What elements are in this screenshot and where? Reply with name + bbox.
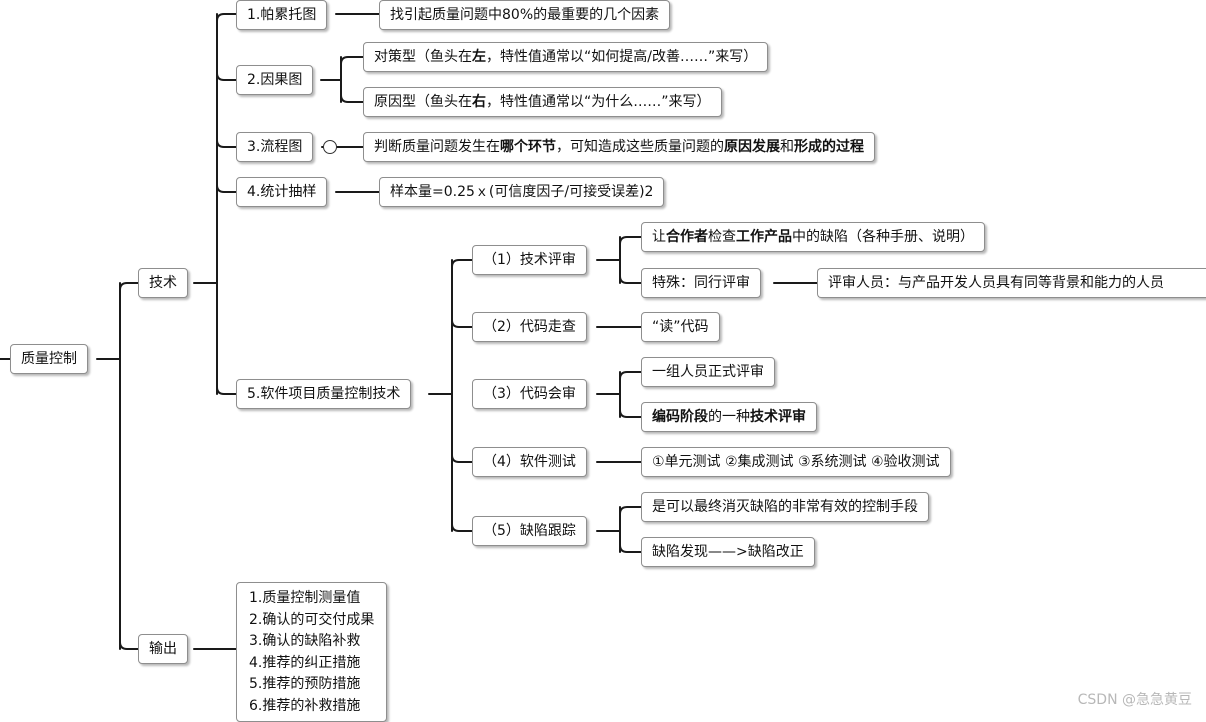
code-inspection-leaf-2[interactable]: 编码阶段的一种技术评审 xyxy=(641,402,817,432)
tech-review-node[interactable]: （1）技术评审 xyxy=(472,245,587,275)
pareto-node[interactable]: 1.帕累托图 xyxy=(236,0,328,30)
sampling-leaf[interactable]: 样本量=0.25ｘ(可信度因子/可接受误差)2 xyxy=(379,177,665,207)
defect-tracking-node[interactable]: （5）缺陷跟踪 xyxy=(472,516,587,546)
software-testing-node[interactable]: （4）软件测试 xyxy=(472,447,587,477)
code-inspection-leaf-1[interactable]: 一组人员正式评审 xyxy=(641,357,775,387)
output-node[interactable]: 输出 xyxy=(138,634,188,664)
code-walkthrough-node[interactable]: （2）代码走查 xyxy=(472,312,587,342)
defect-tracking-leaf-1[interactable]: 是可以最终消灭缺陷的非常有效的控制手段 xyxy=(641,492,929,522)
collapse-toggle-icon[interactable] xyxy=(323,140,337,154)
pareto-leaf[interactable]: 找引起质量问题中80%的最重要的几个因素 xyxy=(379,0,671,30)
output-item: 2.确认的可交付成果 xyxy=(249,611,375,628)
code-inspection-node[interactable]: （3）代码会审 xyxy=(472,379,587,409)
fishbone-cause-leaf[interactable]: 原因型（鱼头在右，特性值通常以“为什么……”来写） xyxy=(363,87,722,117)
root-node[interactable]: 质量控制 xyxy=(10,344,88,374)
defect-tracking-leaf-2[interactable]: 缺陷发现——>缺陷改正 xyxy=(641,537,815,567)
tech-node[interactable]: 技术 xyxy=(138,268,188,298)
flowchart-node[interactable]: 3.流程图 xyxy=(236,132,314,162)
software-qc-node[interactable]: 5.软件项目质量控制技术 xyxy=(236,379,412,409)
fishbone-node[interactable]: 2.因果图 xyxy=(236,65,314,95)
code-walkthrough-leaf[interactable]: “读”代码 xyxy=(641,312,720,342)
output-item: 6.推荐的补救措施 xyxy=(249,697,361,714)
flowchart-leaf[interactable]: 判断质量问题发生在哪个环节，可知造成这些质量问题的原因发展和形成的过程 xyxy=(363,132,875,162)
sampling-node[interactable]: 4.统计抽样 xyxy=(236,177,328,207)
outputs-list[interactable]: 1.质量控制测量值 2.确认的可交付成果 3.确认的缺陷补救 4.推荐的纠正措施… xyxy=(236,582,388,722)
fishbone-countermeasure-leaf[interactable]: 对策型（鱼头在左，特性值通常以“如何提高/改善……”来写） xyxy=(363,42,769,72)
peer-review-node[interactable]: 特殊：同行评审 xyxy=(641,268,761,298)
output-item: 3.确认的缺陷补救 xyxy=(249,633,361,649)
tech-review-leaf[interactable]: 让合作者检查工作产品中的缺陷（各种手册、说明） xyxy=(641,222,985,252)
output-item: 1.质量控制测量值 xyxy=(249,590,361,606)
output-item: 5.推荐的预防措施 xyxy=(249,676,361,692)
output-item: 4.推荐的纠正措施 xyxy=(249,654,361,671)
peer-review-leaf[interactable]: 评审人员：与产品开发人员具有同等背景和能力的人员 xyxy=(817,268,1206,298)
watermark: CSDN @急急黄豆 xyxy=(1077,692,1192,708)
software-testing-leaf[interactable]: ①单元测试 ②集成测试 ③系统测试 ④验收测试 xyxy=(641,447,951,477)
